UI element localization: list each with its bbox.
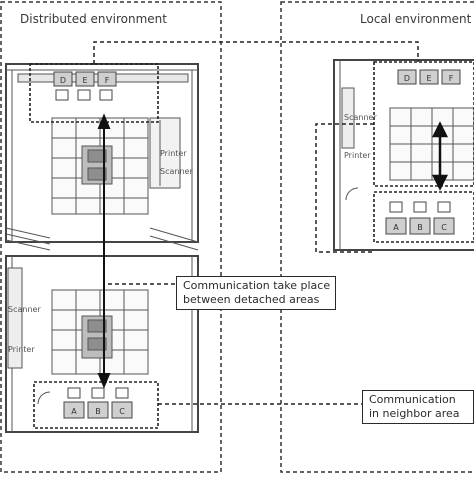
desk-label-f-right: F [449, 74, 454, 83]
left-panel-title: Distributed environment [20, 12, 167, 26]
scanner-label-top: Scanner [160, 167, 193, 176]
connector-lines [93, 41, 419, 405]
left-panel-border [0, 1, 222, 473]
detached-communication-callout: Communication take place between detache… [176, 276, 336, 310]
printer-label-top: Printer [160, 149, 187, 158]
detached-callout-line-2: between detached areas [183, 293, 320, 306]
detached-callout-line-1: Communication take place [183, 279, 331, 292]
desk-label-b-left-bottom: B [95, 407, 101, 416]
scanner-label-right: Scanner [344, 113, 377, 122]
desk-label-a-right: A [393, 223, 399, 232]
neighbor-callout-line-1: Communication [369, 393, 456, 406]
left-top-desks [53, 71, 117, 101]
desk-label-e-left-top: E [82, 76, 87, 85]
right-panel-border [280, 1, 474, 473]
desk-label-d-left-top: D [60, 76, 66, 85]
right-panel-title: Local environment [360, 12, 472, 26]
neighbor-callout-line-2: in neighbor area [369, 407, 460, 420]
desk-label-f-left-top: F [105, 76, 110, 85]
left-top-desk-zone [29, 63, 159, 123]
right-bottom-desks [385, 201, 455, 235]
right-bottom-desk-zone [373, 191, 474, 243]
left-bottom-desk-zone [33, 381, 159, 429]
detached-communication-arrow [97, 113, 111, 389]
desk-label-e-right: E [426, 74, 431, 83]
right-room [333, 59, 474, 251]
desk-label-c-left-bottom: C [119, 407, 125, 416]
left-lower-room [5, 255, 199, 433]
desk-label-b-right: B [417, 223, 423, 232]
desk-label-c-right: C [441, 223, 447, 232]
desk-label-a-left-bottom: A [71, 407, 77, 416]
neighbor-communication-arrow [431, 121, 449, 191]
printer-label-bottom: Printer [8, 345, 35, 354]
scanner-label-bottom: Scanner [8, 305, 41, 314]
left-bottom-desks [63, 387, 133, 419]
right-top-desks [397, 69, 461, 85]
printer-label-right: Printer [344, 151, 371, 160]
neighbor-communication-callout: Communication in neighbor area [362, 390, 474, 424]
desk-label-d-right: D [404, 74, 410, 83]
